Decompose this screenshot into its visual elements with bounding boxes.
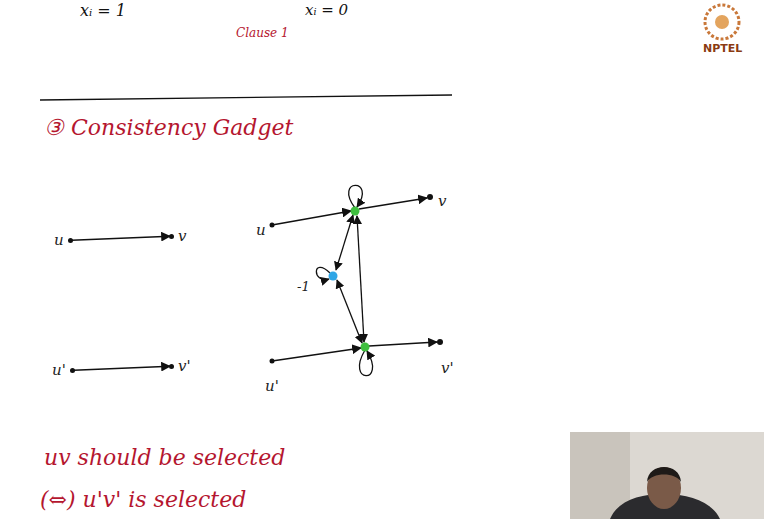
vertex-label: u <box>256 222 266 239</box>
clause-note: Clause 1 <box>236 27 289 40</box>
blue-vertex <box>329 272 338 281</box>
vertex-dot <box>70 368 75 373</box>
vertex-label: v' <box>441 360 454 377</box>
gadget-edge <box>272 211 351 225</box>
presenter-hair <box>647 467 681 482</box>
gadget-edge <box>337 280 362 343</box>
weight-label: -1 <box>297 280 310 294</box>
gadget-edge <box>359 198 427 209</box>
condition-note: uv should be selected <box>44 446 285 470</box>
vertex-label: u' <box>265 378 279 395</box>
vertex-dot <box>169 364 174 369</box>
gadget-edge <box>369 342 437 346</box>
webcam-frame <box>570 432 764 519</box>
gadget-edge <box>336 215 353 270</box>
vertex-dot <box>169 234 174 239</box>
presenter-head <box>647 467 681 509</box>
gadget-edge <box>272 348 361 361</box>
logo-wheel <box>705 5 739 39</box>
green-vertex <box>361 343 370 352</box>
vertex-dot <box>427 194 433 200</box>
divider-line <box>40 95 452 100</box>
directed-edge <box>72 236 170 240</box>
variable-note: xᵢ = 1 <box>80 2 126 20</box>
vertex-node: v <box>169 228 186 245</box>
section-heading: ③ Consistency Gadget <box>44 116 293 140</box>
vertex-node: u' <box>52 362 75 379</box>
vertex-label: u <box>54 232 64 249</box>
vertex-dot <box>437 339 443 345</box>
vertex-node: u <box>54 232 73 249</box>
vertex-label: v' <box>178 358 191 375</box>
variable-note: xᵢ = 0 <box>305 2 348 19</box>
vertex-label: u' <box>52 362 66 379</box>
gadget-edge <box>357 216 364 342</box>
vertex-label: v <box>178 228 186 245</box>
vertex-dot <box>68 238 73 243</box>
vertex-node: v' <box>169 358 191 375</box>
condition-note: (⇔) u'v' is selected <box>40 488 246 512</box>
logo-hub <box>715 15 729 29</box>
self-loop <box>316 267 330 279</box>
green-vertex <box>351 207 360 216</box>
logo-text: NPTEL <box>703 43 742 55</box>
self-loop <box>349 185 363 208</box>
vertex-label: v <box>438 193 446 210</box>
self-loop <box>359 350 372 376</box>
directed-edge <box>74 366 170 370</box>
